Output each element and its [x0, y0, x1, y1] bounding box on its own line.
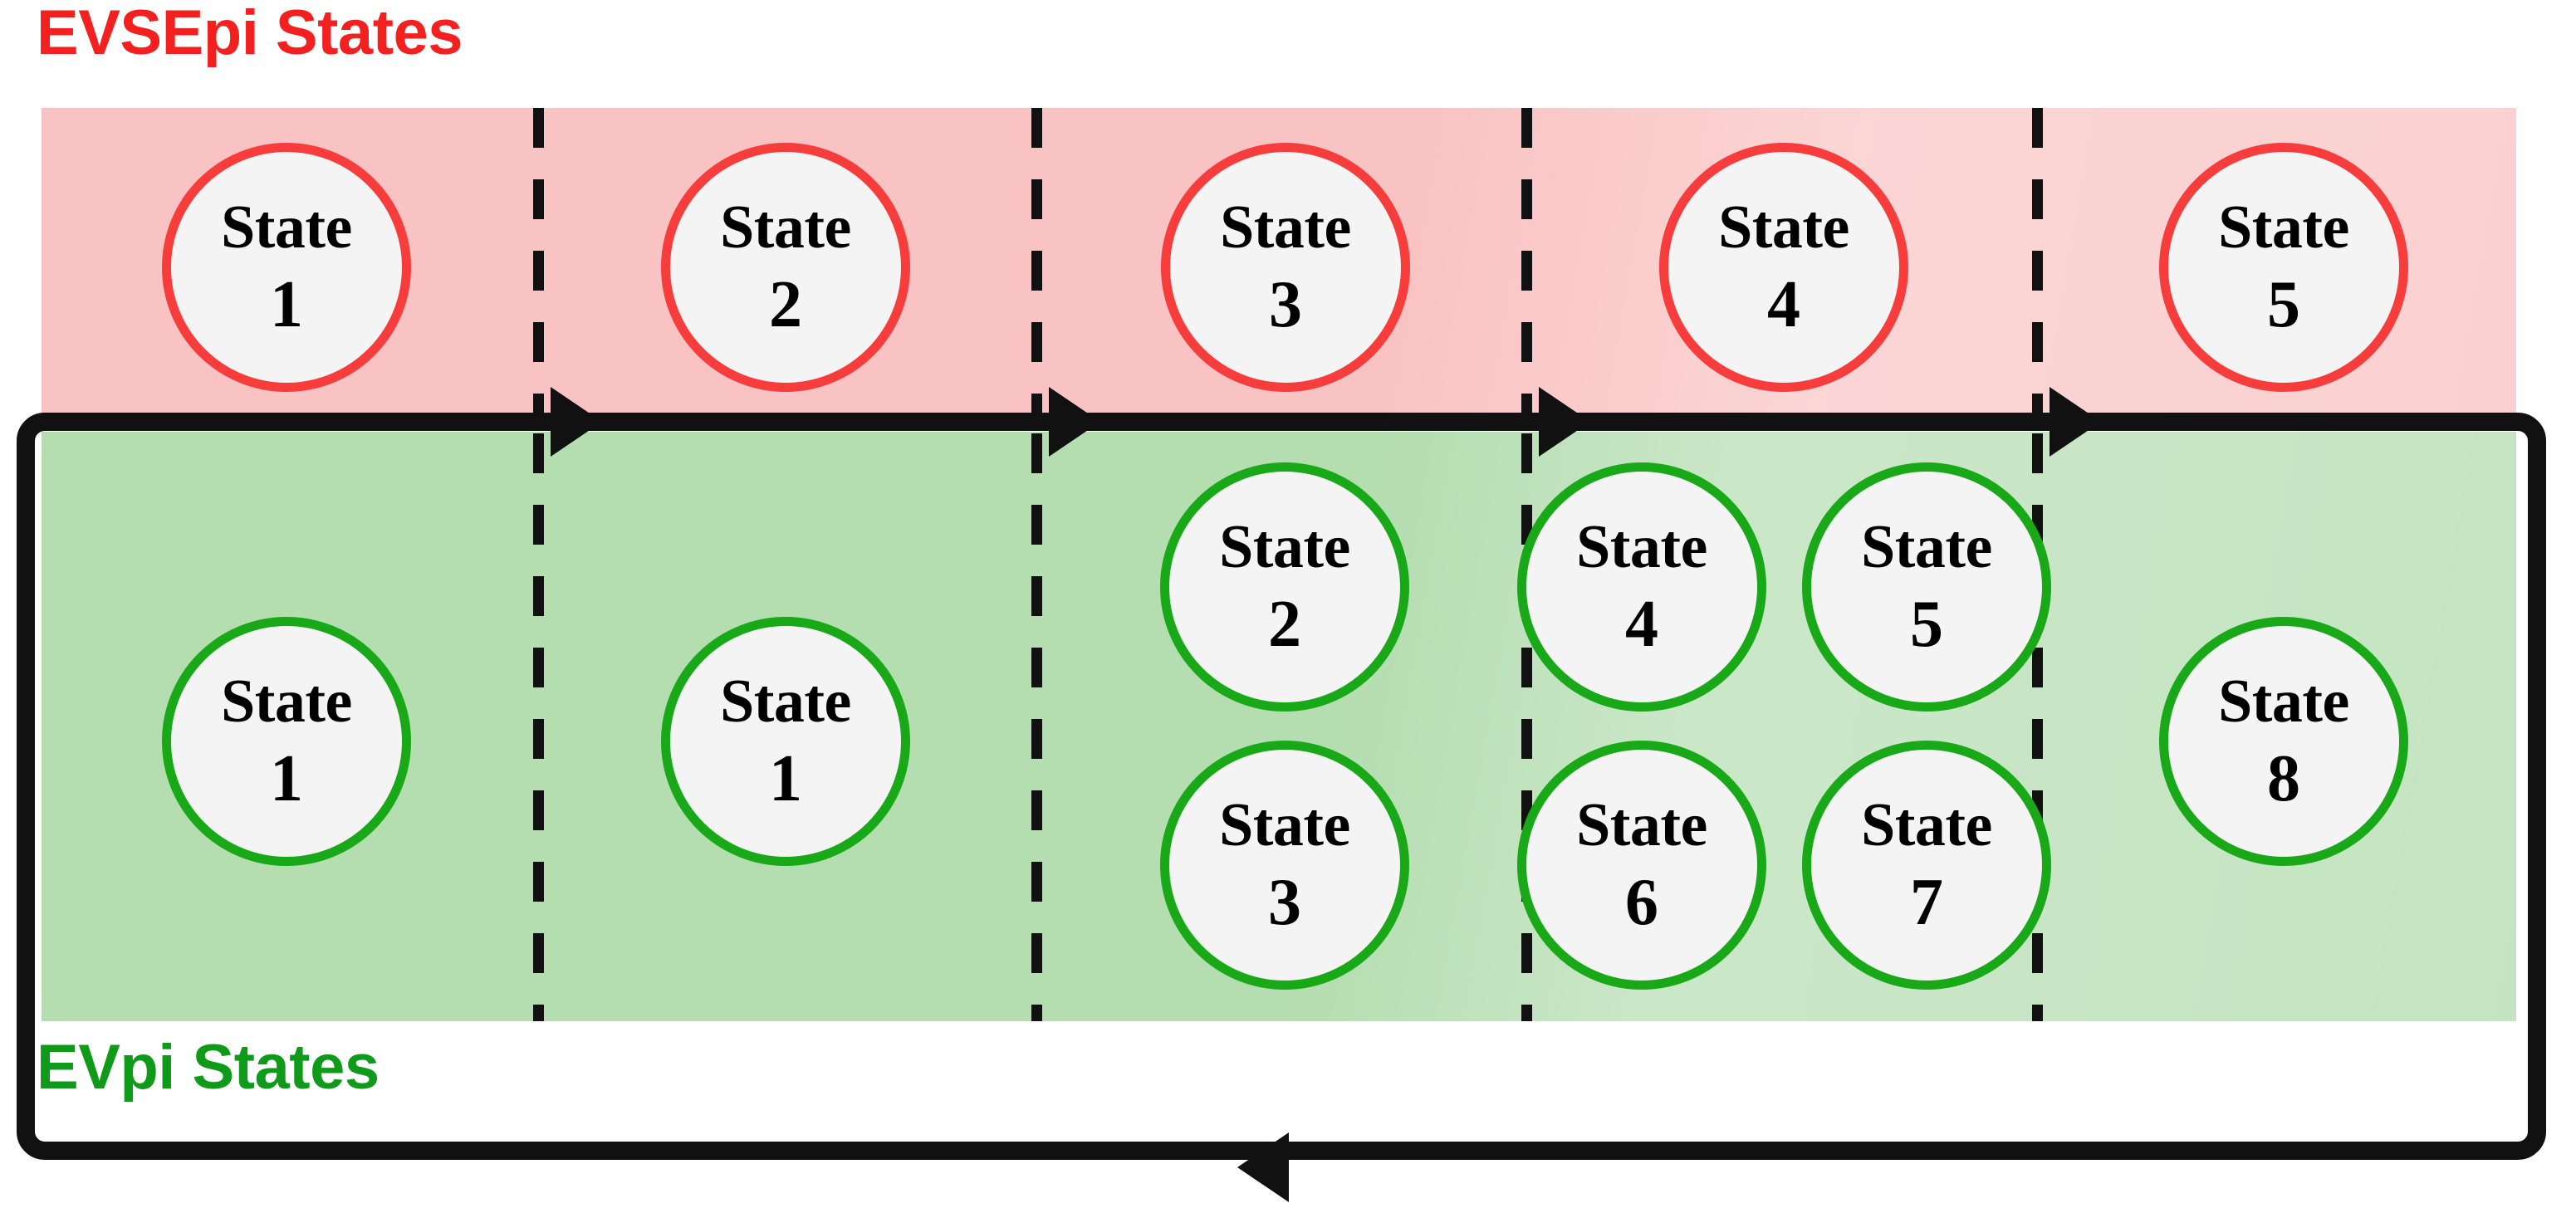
state-word: State [1861, 513, 1992, 581]
state-number: 3 [1268, 866, 1301, 939]
evpi-state-node-5[interactable]: State 5 [1802, 462, 2051, 712]
state-word: State [1576, 513, 1707, 581]
forward-arrow-1 [551, 387, 602, 457]
evpi-state-node-1a[interactable]: State 1 [162, 617, 411, 866]
evsepi-states-label: EVSEpi States [37, 0, 463, 68]
state-number: 6 [1625, 866, 1658, 939]
phase-divider-4-top [2032, 108, 2043, 415]
state-word: State [1220, 193, 1351, 262]
state-number: 1 [270, 742, 303, 815]
evpi-state-node-8[interactable]: State 8 [2159, 617, 2408, 866]
state-number: 2 [1268, 588, 1301, 661]
phase-divider-3-top [1521, 108, 1532, 415]
evsepi-state-node-4[interactable]: State 4 [1659, 143, 1908, 392]
state-number: 1 [270, 268, 303, 341]
state-number: 1 [769, 742, 802, 815]
state-word: State [1219, 513, 1350, 581]
state-number: 7 [1910, 866, 1943, 939]
return-arrow [1237, 1132, 1289, 1202]
forward-arrow-4 [2050, 387, 2101, 457]
phase-divider-1-top [533, 108, 544, 415]
evpi-state-node-3[interactable]: State 3 [1160, 741, 1409, 990]
evsepi-state-node-1[interactable]: State 1 [162, 143, 411, 392]
forward-arrow-2 [1049, 387, 1100, 457]
state-word: State [720, 193, 851, 262]
evpi-state-node-4[interactable]: State 4 [1517, 462, 1766, 712]
phase-divider-2-top [1031, 108, 1042, 415]
control-loop-frame [17, 413, 2546, 1160]
evpi-state-node-1b[interactable]: State 1 [661, 617, 910, 866]
state-word: State [221, 193, 352, 262]
state-number: 5 [1910, 588, 1943, 661]
phase-divider-2-bottom [1031, 433, 1042, 1021]
phase-divider-1-bottom [533, 433, 544, 1021]
state-word: State [2218, 193, 2349, 262]
evsepi-state-node-5[interactable]: State 5 [2159, 143, 2408, 392]
state-number: 3 [1269, 268, 1302, 341]
evsepi-state-node-3[interactable]: State 3 [1161, 143, 1410, 392]
state-number: 4 [1767, 268, 1800, 341]
state-word: State [1718, 193, 1849, 262]
evpi-states-label: EVpi States [37, 1032, 380, 1103]
evpi-state-node-2[interactable]: State 2 [1160, 462, 1409, 712]
state-number: 8 [2267, 742, 2300, 815]
state-number: 2 [769, 268, 802, 341]
state-word: State [2218, 668, 2349, 736]
evpi-state-node-6[interactable]: State 6 [1517, 741, 1766, 990]
state-number: 5 [2267, 268, 2300, 341]
forward-arrow-3 [1539, 387, 1590, 457]
evsepi-state-node-2[interactable]: State 2 [661, 143, 910, 392]
state-number: 4 [1625, 588, 1658, 661]
state-word: State [720, 668, 851, 736]
evpi-state-node-7[interactable]: State 7 [1802, 741, 2051, 990]
state-word: State [1861, 791, 1992, 859]
state-word: State [221, 668, 352, 736]
state-word: State [1576, 791, 1707, 859]
state-word: State [1219, 791, 1350, 859]
